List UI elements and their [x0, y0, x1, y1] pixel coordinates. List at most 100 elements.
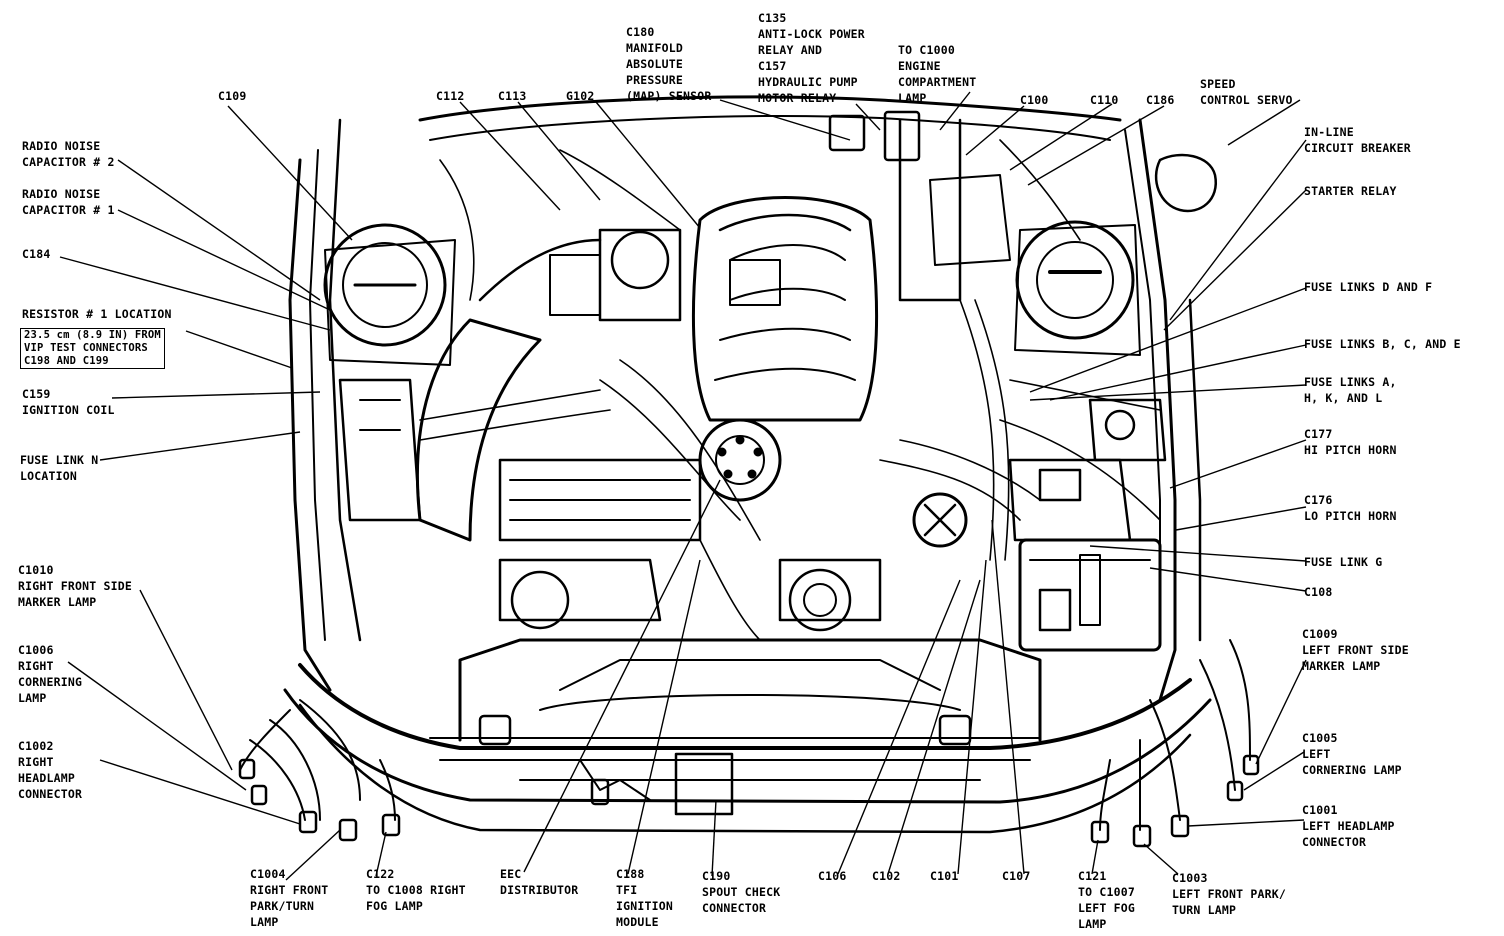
label-line: RIGHT: [18, 755, 54, 769]
label-line: CONNECTOR: [18, 787, 83, 801]
label-line: ABSOLUTE: [626, 57, 683, 71]
label-line: C109: [218, 89, 247, 103]
label-line: RIGHT FRONT SIDE: [18, 579, 132, 593]
label-line: SPOUT CHECK: [702, 885, 781, 899]
label-line: RADIO NOISE: [22, 139, 101, 153]
label-line: C112: [436, 89, 465, 103]
label-line: CIRCUIT BREAKER: [1304, 141, 1411, 155]
label-line: STARTER RELAY: [1304, 184, 1397, 198]
label-c106: C106: [818, 868, 847, 884]
label-line: C1004: [250, 867, 286, 881]
label-c184: C184: [22, 246, 51, 262]
label-c108: C108: [1304, 584, 1333, 600]
label-line: TO C1007: [1078, 885, 1135, 899]
label-line: C159: [22, 387, 51, 401]
label-fuse-links-d-f: FUSE LINKS D AND F: [1304, 279, 1432, 295]
label-line: MOTOR RELAY: [758, 91, 837, 105]
label-resistor-1-location: RESISTOR # 1 LOCATION: [22, 306, 172, 322]
label-line: COMPARTMENT: [898, 75, 977, 89]
label-radio-noise-capacitor-2: RADIO NOISE CAPACITOR # 2: [22, 138, 115, 170]
label-line: C176: [1304, 493, 1333, 507]
label-line: 23.5 cm (8.9 IN) FROM: [24, 329, 161, 341]
label-line: C198 AND C199: [24, 355, 109, 367]
left-fender-wall: [1138, 118, 1177, 702]
label-line: MANIFOLD: [626, 41, 683, 55]
label-line: LAMP: [250, 915, 279, 929]
label-c107: C107: [1002, 868, 1031, 884]
label-line: C110: [1090, 93, 1119, 107]
label-line: CAPACITOR # 2: [22, 155, 115, 169]
label-c186: C186: [1146, 92, 1175, 108]
label-fuse-link-g: FUSE LINK G: [1304, 554, 1382, 570]
label-line: CONNECTOR: [702, 901, 767, 915]
label-line: CORNERING LAMP: [1302, 763, 1402, 777]
label-line: C184: [22, 247, 51, 261]
label-line: DISTRIBUTOR: [500, 883, 579, 897]
label-line: C157: [758, 59, 787, 73]
label-line: FUSE LINKS D AND F: [1304, 280, 1433, 294]
label-line: IGNITION: [616, 899, 673, 913]
label-c101: C101: [930, 868, 959, 884]
label-line: ENGINE: [898, 59, 941, 73]
label-line: C102: [872, 869, 901, 883]
label-line: FUSE LINK N: [20, 453, 99, 467]
front-bumper-lower: [283, 688, 1212, 804]
label-line: RIGHT: [18, 659, 54, 673]
label-line: LO PITCH HORN: [1304, 509, 1397, 523]
label-line: C186: [1146, 93, 1175, 107]
label-line: CORNERING: [18, 675, 83, 689]
label-c113: C113: [498, 88, 527, 104]
label-in-line-circuit-breaker: IN-LINE CIRCUIT BREAKER: [1304, 124, 1411, 156]
label-line: C106: [818, 869, 847, 883]
label-line: IN-LINE: [1304, 125, 1354, 139]
intake-manifold: [691, 196, 879, 422]
label-line: EEC: [500, 867, 522, 881]
label-line: RADIO NOISE: [22, 187, 101, 201]
label-c110: C110: [1090, 92, 1119, 108]
label-line: C113: [498, 89, 527, 103]
right-fender-wall: [288, 158, 332, 692]
label-line: C1005: [1302, 731, 1338, 745]
label-line: C122: [366, 867, 395, 881]
label-line: C121: [1078, 869, 1107, 883]
label-line: HYDRAULIC PUMP: [758, 75, 858, 89]
label-c109: C109: [218, 88, 247, 104]
label-line: C1010: [18, 563, 54, 577]
label-line: C107: [1002, 869, 1031, 883]
label-line: CONNECTOR: [1302, 835, 1367, 849]
label-line: MARKER LAMP: [18, 595, 97, 609]
label-line: (MAP) SENSOR: [626, 89, 712, 103]
front-bumper: [298, 663, 1192, 750]
label-c112: C112: [436, 88, 465, 104]
front-fascia: [298, 703, 1192, 834]
label-line: ANTI-LOCK POWER: [758, 27, 865, 41]
label-line: FUSE LINKS A,: [1304, 375, 1397, 389]
label-line: G102: [566, 89, 595, 103]
label-line: LAMP: [1078, 917, 1107, 931]
label-line: H, K, AND L: [1304, 391, 1383, 405]
label-line: C177: [1304, 427, 1333, 441]
label-line: TFI: [616, 883, 638, 897]
leader-lines: [59, 91, 1307, 881]
right-strut-tower: [323, 223, 447, 347]
label-line: HEADLAMP: [18, 771, 75, 785]
label-line: FUSE LINK G: [1304, 555, 1383, 569]
label-line: FUSE LINKS B, C, AND E: [1304, 337, 1461, 351]
label-g102: G102: [566, 88, 595, 104]
label-line: MARKER LAMP: [1302, 659, 1381, 673]
label-line: C108: [1304, 585, 1333, 599]
